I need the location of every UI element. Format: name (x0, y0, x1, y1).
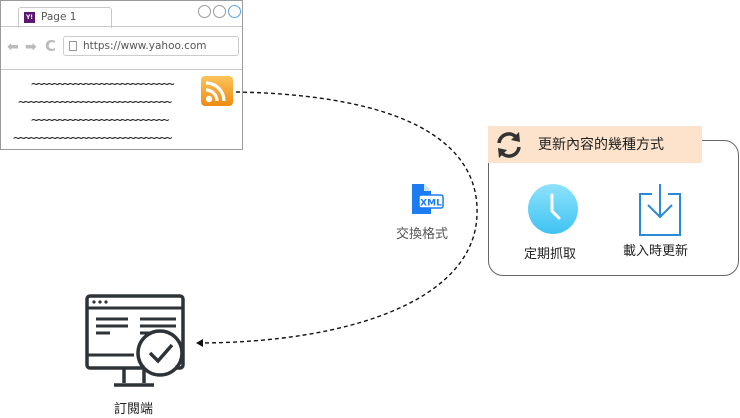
browser-window: Y! Page 1 ⬅ ➡ C https://www.yahoo.com ~~… (0, 0, 243, 150)
clock-icon (527, 183, 579, 235)
page-icon (69, 41, 77, 51)
reload-icon[interactable]: C (45, 37, 57, 55)
method-label-on-load: 載入時更新 (623, 244, 689, 259)
exchange-format-label: 交換格式 (396, 227, 449, 242)
monitor-check-icon (84, 293, 190, 393)
yahoo-favicon-icon: Y! (24, 12, 35, 23)
maximize-button[interactable] (213, 5, 226, 18)
minimize-button[interactable] (198, 5, 211, 18)
forward-arrow-icon[interactable]: ➡ (25, 39, 37, 55)
panel-header (488, 126, 702, 163)
back-arrow-icon[interactable]: ⬅ (7, 39, 19, 55)
content-line: ~~~~~~~~~~~~~~~~~~~~~~~~~~~~~~ (13, 131, 172, 146)
browser-tab[interactable]: Y! Page 1 (18, 7, 112, 28)
address-bar[interactable]: https://www.yahoo.com (63, 36, 239, 56)
panel-title: 更新內容的幾種方式 (538, 137, 664, 153)
refresh-icon (494, 130, 524, 160)
close-button[interactable] (228, 5, 241, 18)
method-label-periodic: 定期抓取 (524, 247, 577, 262)
tab-divider (1, 26, 242, 27)
content-line: ~~~~~~~~~~~~~~~~~~~~~~~~~~~~~ (18, 95, 172, 110)
download-icon (638, 184, 682, 236)
tab-title: Page 1 (41, 11, 77, 23)
toolbar-divider (1, 69, 242, 70)
xml-file-icon: XML (410, 183, 444, 217)
svg-text:XML: XML (420, 199, 442, 209)
url-text: https://www.yahoo.com (83, 40, 207, 52)
content-line: ~~~~~~~~~~~~~~~~~~~~~~~~~~~ (31, 77, 175, 92)
subscriber-label: 訂閱端 (114, 402, 154, 417)
rss-feed-icon (201, 76, 233, 106)
content-line: ~~~~~~~~~~~~~~~~~~~~~~~~~~ (31, 113, 170, 128)
